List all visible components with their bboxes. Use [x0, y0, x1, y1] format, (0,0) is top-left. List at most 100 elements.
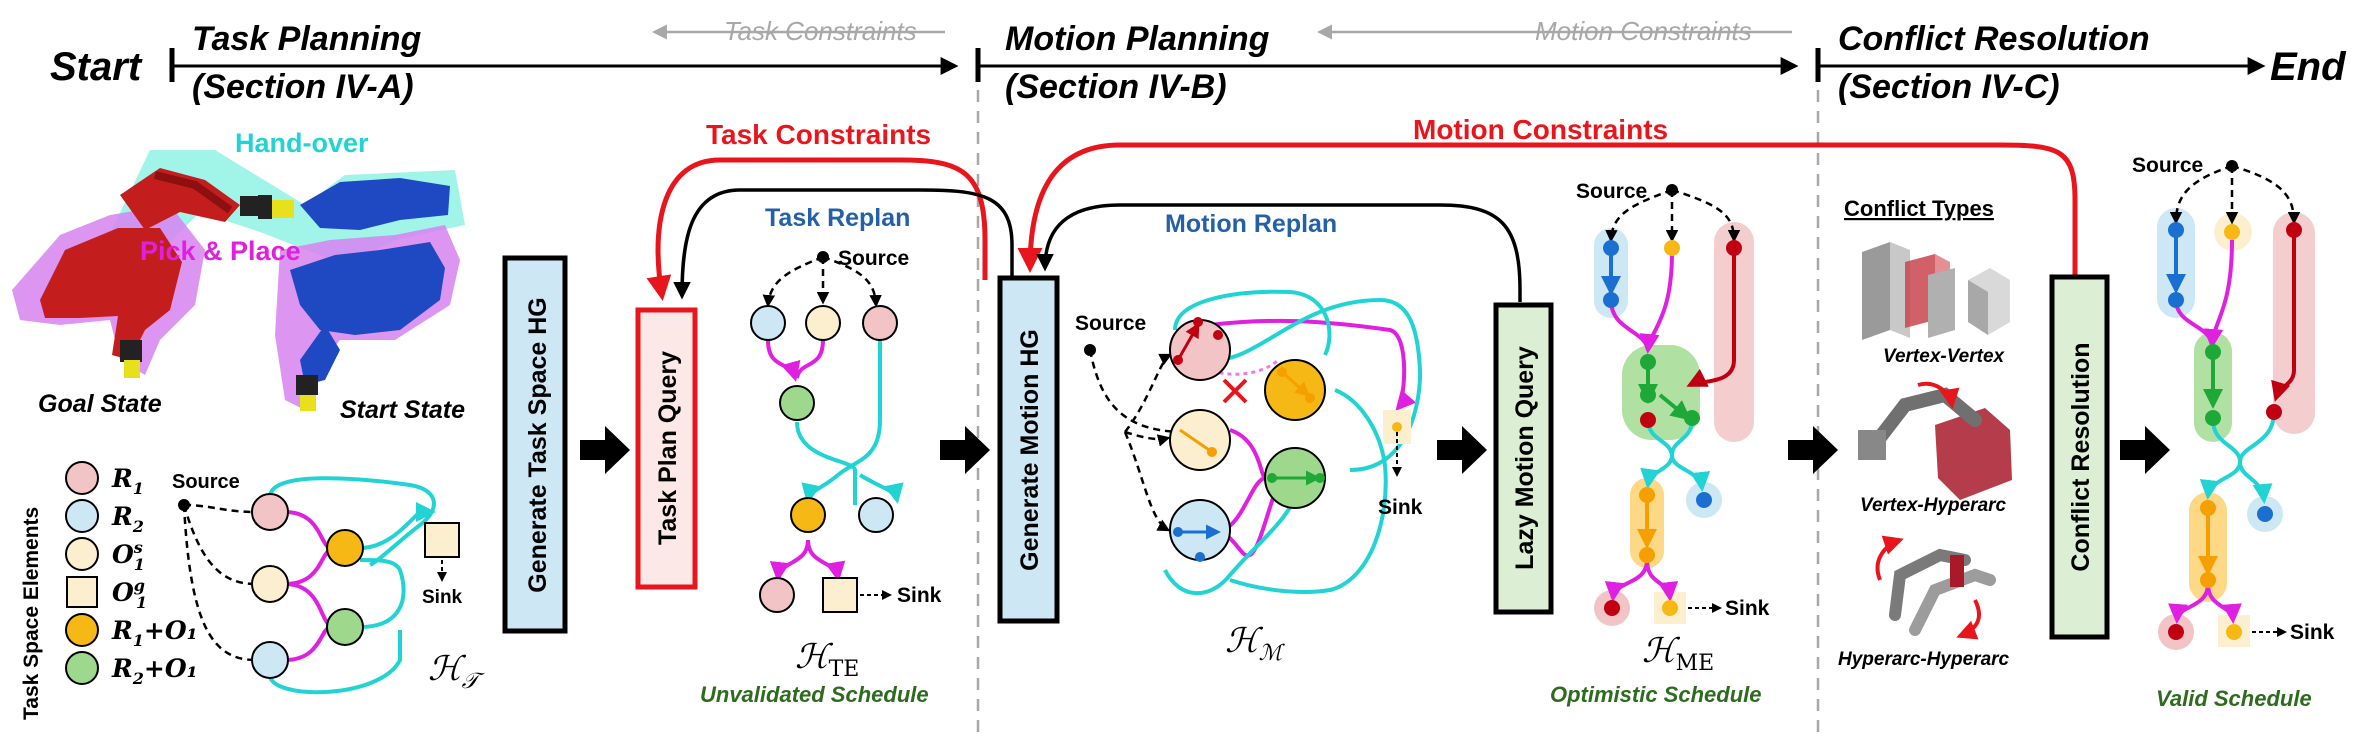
valid-cyan-arc	[2199, 411, 2276, 500]
ht-hyperarc	[284, 548, 332, 586]
hm-math-label: ℋℳ	[1225, 621, 1286, 666]
ht-dash-edge	[183, 503, 256, 514]
hme-hyperarc	[1639, 251, 1674, 354]
hte-hyperarc	[769, 539, 810, 582]
ht-cyan-arc	[359, 558, 406, 629]
hme-point	[1696, 492, 1712, 508]
hme-point	[1639, 547, 1655, 563]
hme-cyan-arc	[1670, 454, 1711, 492]
flow-arrow-5	[2120, 426, 2170, 474]
hme-point	[1726, 240, 1742, 256]
hm-point	[1267, 473, 1277, 483]
gen-motion-label: Generate Motion HG	[1016, 329, 1044, 571]
ht-sink-label: Sink	[422, 587, 463, 608]
legend-swatch	[65, 651, 99, 685]
hm-dash-edge	[1124, 353, 1173, 433]
red-robot-icon	[40, 168, 262, 378]
ht-node-r1	[251, 493, 289, 531]
valid-point	[2200, 500, 2216, 516]
legend-swatch	[65, 613, 99, 647]
stage-section-motion: (Section IV-B)	[1005, 68, 1227, 106]
task-query-box: Task Plan Query	[635, 307, 698, 590]
hme-source-label: Source	[1576, 180, 1647, 203]
hm-inner-edge	[1281, 370, 1311, 397]
task-replan-arrow	[673, 188, 1014, 300]
valid-hyperarc	[2206, 583, 2242, 624]
hme-point	[1604, 600, 1620, 616]
ht-hyperarc	[284, 582, 332, 627]
ht-hyperarc	[284, 510, 332, 550]
hme-point	[1684, 410, 1700, 426]
stage-title-task: Task Planning	[192, 20, 421, 58]
hte-node-r2	[750, 305, 786, 341]
hm-point	[1193, 317, 1203, 327]
valid-point	[2226, 624, 2242, 640]
ht-node-o1g	[424, 522, 460, 558]
hm-dash-edge	[1124, 430, 1171, 447]
hme-point	[1640, 412, 1656, 428]
valid-point	[2257, 506, 2273, 522]
flow-arrow-4	[1788, 426, 1838, 474]
hm-cross-icon	[1222, 378, 1248, 404]
hm-cyan-arc	[1163, 484, 1302, 596]
hte-node-o1g	[822, 577, 858, 613]
hm-node-r1o1	[1264, 359, 1326, 421]
legend-label: R2	[111, 502, 144, 536]
handover-label: Hand-over	[235, 128, 369, 158]
hm-inner-edge	[1176, 322, 1200, 361]
valid-points	[2168, 222, 2302, 640]
robot-illustration: Hand-over Pick & Place Goal State Start …	[12, 128, 465, 424]
valid-dash-edge	[2169, 164, 2233, 225]
valid-point	[2286, 222, 2302, 238]
vertex-hyperarc-icon	[1858, 381, 2012, 500]
valid-cyan-arc	[2238, 461, 2273, 504]
hm-dash-edge	[1123, 431, 1171, 532]
hm-cyan-arc	[1229, 388, 1388, 594]
hme-point	[1603, 240, 1619, 256]
flow-arrow-2	[940, 426, 990, 474]
hte-dash-edge	[762, 255, 824, 308]
hte-node-r1-end	[759, 577, 795, 613]
motion-constraints-label: Motion Constraints	[1413, 114, 1668, 145]
valid-source-label: Source	[2132, 154, 2203, 177]
stage-section-conflict: (Section IV-C)	[1838, 68, 2060, 106]
hm-point	[1392, 422, 1402, 432]
hte-cyan-arc	[836, 340, 882, 477]
stage-title-conflict: Conflict Resolution	[1838, 20, 2150, 58]
hm-sink-label: Sink	[1378, 496, 1423, 519]
hme-highlight	[1622, 345, 1700, 440]
hte-hyperarc	[806, 539, 846, 582]
hme-point	[1664, 240, 1680, 256]
task-constraints-label: Task Constraints	[706, 119, 931, 150]
ht-dash-edge	[182, 504, 256, 662]
hm-point	[1277, 367, 1287, 377]
hm-point	[1305, 393, 1315, 403]
hm-inner-edge	[1179, 428, 1213, 454]
hte-cyan-arc	[858, 473, 904, 504]
hme-point	[1603, 292, 1619, 308]
motion-graph: Source	[1075, 289, 1423, 666]
hte-sink-label: Sink	[897, 584, 942, 607]
valid-point	[2200, 572, 2216, 588]
valid-hyperarc	[2203, 239, 2234, 349]
legend-title: Task Space Elements	[20, 507, 43, 720]
conflict-type-vh: Vertex-Hyperarc	[1860, 495, 2007, 516]
optimistic-schedule-label: Optimistic Schedule	[1550, 682, 1762, 707]
vertex-vertex-icon	[1862, 242, 2010, 340]
task-space-graph: Source Sink ℋ𝒯	[172, 471, 486, 695]
hme-edge	[1686, 252, 1736, 387]
valid-schedule-label: Valid Schedule	[2156, 686, 2312, 711]
hte-node-o1s	[805, 305, 841, 341]
ht-cyan-arc	[359, 502, 436, 550]
unvalidated-schedule-label: Unvalidated Schedule	[700, 682, 929, 707]
motion-execution-graph: Source	[1550, 180, 1770, 707]
ht-math-label: ℋ𝒯	[428, 649, 486, 694]
hte-math-label: ℋTE	[795, 637, 859, 682]
hm-point	[1315, 473, 1325, 483]
hte-cyan-arc	[795, 421, 857, 505]
